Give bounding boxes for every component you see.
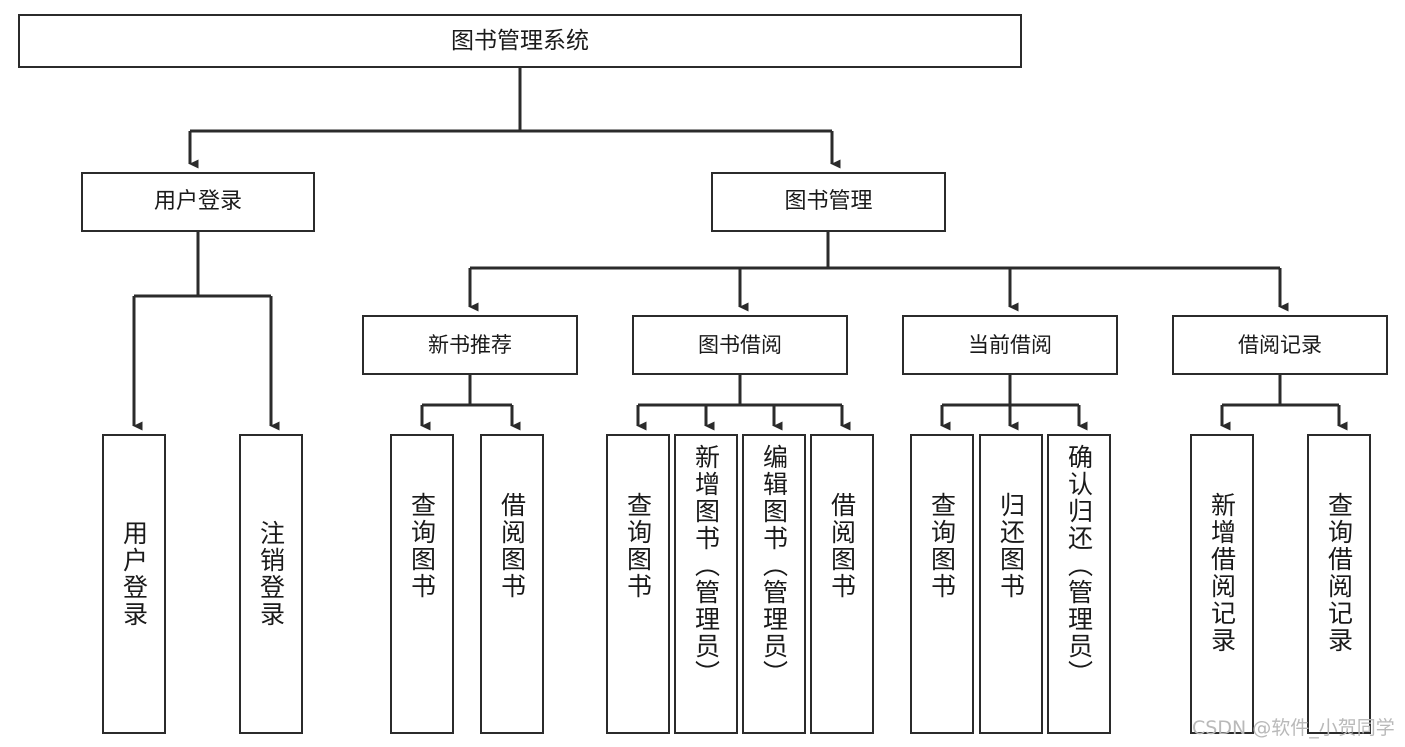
leaf-logout-label: 注销登录: [256, 520, 286, 628]
leaf-user-login[interactable]: 用户登录: [102, 434, 166, 734]
node-root[interactable]: 图书管理系统: [18, 14, 1022, 68]
leaf-query-borrow-record[interactable]: 查询借阅记录: [1307, 434, 1371, 734]
node-new-book-recommend[interactable]: 新书推荐: [362, 315, 578, 375]
node-user-login-label: 用户登录: [153, 189, 242, 215]
node-user-login[interactable]: 用户登录: [81, 172, 315, 232]
node-book-management-label: 图书管理: [784, 189, 873, 215]
leaf-edit-book-admin-label: 编辑图书（管理员）: [759, 444, 789, 687]
node-book-borrow-label: 图书借阅: [698, 332, 782, 357]
leaf-add-book-admin[interactable]: 新增图书（管理员）: [674, 434, 738, 734]
leaf-add-borrow-record[interactable]: 新增借阅记录: [1190, 434, 1254, 734]
node-new-book-recommend-label: 新书推荐: [428, 332, 512, 357]
leaf-confirm-return-admin[interactable]: 确认归还（管理员）: [1047, 434, 1111, 734]
csdn-watermark: CSDN @软件_小贺同学: [1192, 717, 1395, 739]
node-borrow-records-label: 借阅记录: [1238, 332, 1322, 357]
leaf-query-book-recommend[interactable]: 查询图书: [390, 434, 454, 734]
node-book-management[interactable]: 图书管理: [711, 172, 946, 232]
leaf-query-book-borrow[interactable]: 查询图书: [606, 434, 670, 734]
leaf-query-borrow-record-label: 查询借阅记录: [1324, 492, 1354, 654]
leaf-return-book[interactable]: 归还图书: [979, 434, 1043, 734]
leaf-add-borrow-record-label: 新增借阅记录: [1207, 492, 1237, 654]
node-book-borrow[interactable]: 图书借阅: [632, 315, 848, 375]
leaf-logout[interactable]: 注销登录: [239, 434, 303, 734]
leaf-borrow-book-label: 借阅图书: [827, 492, 857, 600]
leaf-return-book-label: 归还图书: [996, 492, 1026, 600]
leaf-borrow-book-recommend-label: 借阅图书: [497, 492, 527, 600]
leaf-edit-book-admin[interactable]: 编辑图书（管理员）: [742, 434, 806, 734]
node-borrow-records[interactable]: 借阅记录: [1172, 315, 1388, 375]
leaf-query-book-current-label: 查询图书: [927, 492, 957, 600]
leaf-confirm-return-admin-label: 确认归还（管理员）: [1064, 444, 1094, 687]
node-root-label: 图书管理系统: [451, 27, 589, 54]
leaf-query-book-borrow-label: 查询图书: [623, 492, 653, 600]
node-current-borrow[interactable]: 当前借阅: [902, 315, 1118, 375]
leaf-query-book-current[interactable]: 查询图书: [910, 434, 974, 734]
leaf-add-book-admin-label: 新增图书（管理员）: [691, 444, 721, 687]
leaf-borrow-book[interactable]: 借阅图书: [810, 434, 874, 734]
leaf-user-login-label: 用户登录: [119, 520, 149, 628]
leaf-query-book-recommend-label: 查询图书: [407, 492, 437, 600]
node-current-borrow-label: 当前借阅: [968, 332, 1052, 357]
leaf-borrow-book-recommend[interactable]: 借阅图书: [480, 434, 544, 734]
